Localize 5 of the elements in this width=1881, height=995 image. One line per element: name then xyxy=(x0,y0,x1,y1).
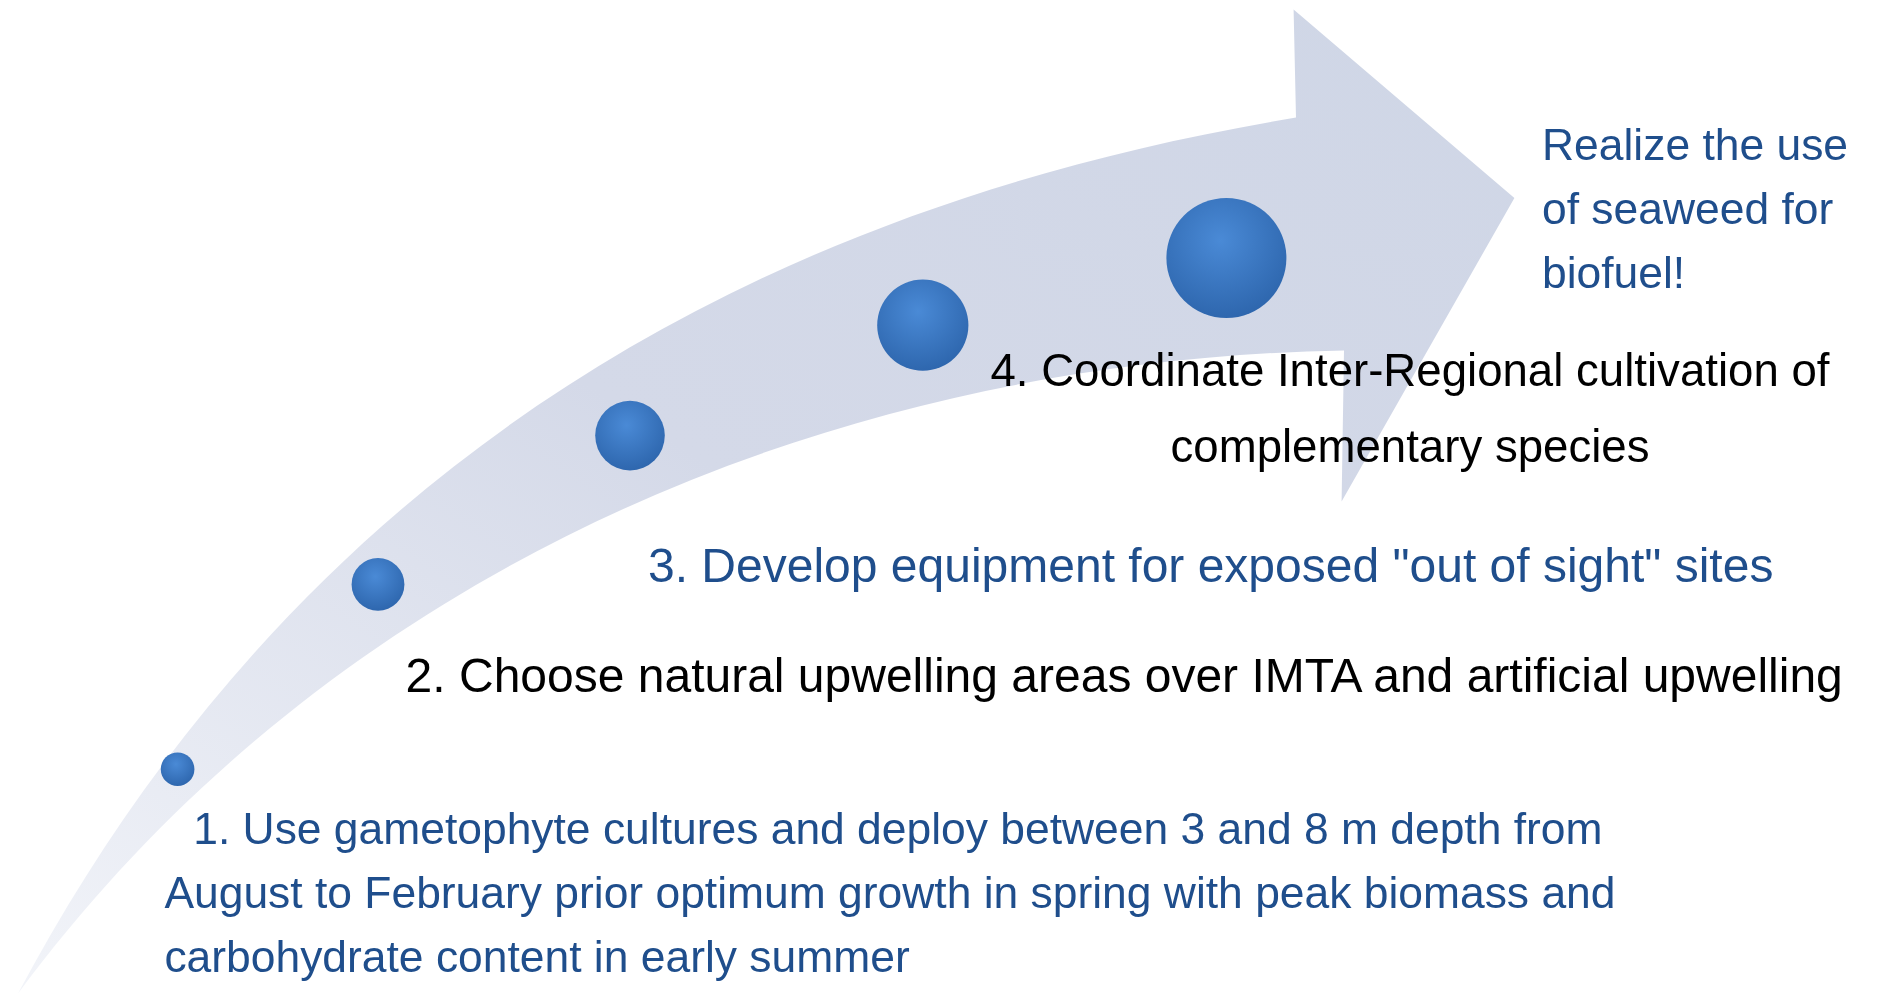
step-text: 1. Use gametophyte cultures and deploy between 3 and 8 m depth from August to February prior optimum growth in spring with peak biomass and carbohydrate content in early summer xyxy=(164,803,1617,984)
step-text: 4. Coordinate Inter-Regional cultivation of complementary species xyxy=(989,344,1831,474)
step-text: Realize the use of seaweed for biofuel! xyxy=(1542,119,1850,300)
step-text: 2. Choose natural upwelling areas over IMTA and artificial upwelling xyxy=(405,648,1843,704)
step-text: 3. Develop equipment for exposed "out of sight" sites xyxy=(648,537,1774,594)
